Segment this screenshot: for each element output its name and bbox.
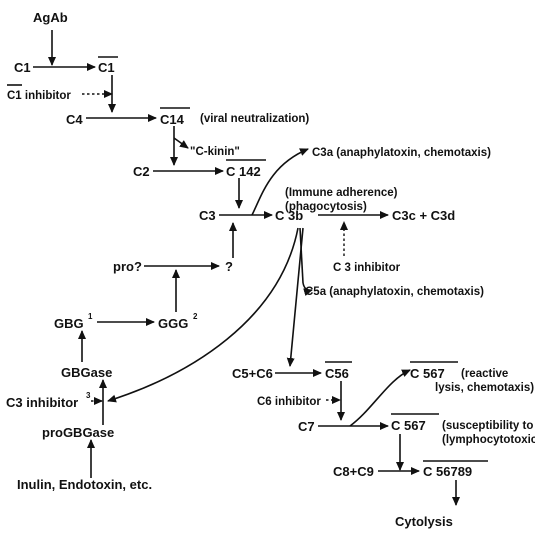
node-c3: C3 xyxy=(199,208,216,223)
node-c5-c6: C5+C6 xyxy=(232,366,273,381)
node-question: ? xyxy=(225,259,233,274)
node-c4: C4 xyxy=(66,112,83,127)
arrow-c-kinin xyxy=(173,137,189,149)
node-c3-inhibitor-3: C3 inhibitor xyxy=(6,395,78,410)
node-inulin-endotoxin: Inulin, Endotoxin, etc. xyxy=(17,477,152,492)
node-pro: pro? xyxy=(113,259,142,274)
node-c567-reactive: C 567 xyxy=(410,366,445,381)
connector-c3b-c5a xyxy=(299,227,304,284)
node-c3a: C3a (anaphylatoxin, chemotaxis) xyxy=(312,147,491,159)
node-c142: C 142 xyxy=(226,164,261,179)
node-c2: C2 xyxy=(133,164,150,179)
node-c-kinin: "C-kinin" xyxy=(190,146,240,158)
node-c56: C56 xyxy=(325,366,349,381)
c567-reactive-note-2: lysis, chemotaxis) xyxy=(435,382,534,394)
arrow-to-c5a xyxy=(302,282,313,297)
ggg-superscript: 2 xyxy=(193,312,198,321)
c1-inhibitor-prefix: C1 xyxy=(7,90,22,102)
node-gbgase: GBGase xyxy=(61,365,112,380)
node-agab: AgAb xyxy=(33,10,68,25)
arrow-c3b-to-progbgase xyxy=(107,227,299,403)
node-c3c-c3d: C3c + C3d xyxy=(392,208,455,223)
node-c1: C1 xyxy=(14,60,31,75)
c567-susceptibility-note-1: (susceptibility to xyxy=(442,420,533,432)
node-c1-activated: C1 xyxy=(98,60,115,75)
arrow-c3b-to-c5-c6 xyxy=(286,227,304,367)
node-c14: C14 xyxy=(160,112,185,127)
phagocytosis-label: (phagocytosis) xyxy=(285,201,367,213)
node-c567-susceptibility: C 567 xyxy=(391,418,426,433)
node-c6-inhibitor: C6 inhibitor xyxy=(257,396,321,408)
node-ggg: GGG xyxy=(158,316,188,331)
node-c56789: C 56789 xyxy=(423,464,472,479)
node-c5a: C5a (anaphylatoxin, chemotaxis) xyxy=(305,286,484,298)
node-c3-inhibitor: C 3 inhibitor xyxy=(333,262,401,274)
c567-reactive-note-1: (reactive xyxy=(461,368,508,380)
node-c8-c9: C8+C9 xyxy=(333,464,374,479)
c14-annotation: (viral neutralization) xyxy=(200,113,309,125)
c1-inhibitor-suffix: inhibitor xyxy=(22,90,72,102)
arrow-to-c3a xyxy=(251,148,309,216)
node-c1-inhibitor: C1 inhibitor xyxy=(7,90,71,102)
node-c3b: C 3b xyxy=(275,208,303,223)
arrow-c7-to-c567-reactive xyxy=(349,369,411,427)
gbg-superscript: 1 xyxy=(88,312,93,321)
c567-susceptibility-note-2: (lymphocytotoxicity) xyxy=(442,434,535,446)
node-cytolysis: Cytolysis xyxy=(395,514,453,529)
c3-inhibitor-superscript: 3 xyxy=(86,391,91,400)
node-c7: C7 xyxy=(298,419,315,434)
node-gbg: GBG xyxy=(54,316,84,331)
immune-adherence-label: (Immune adherence) xyxy=(285,187,398,199)
node-progbgase: proGBGase xyxy=(42,425,114,440)
